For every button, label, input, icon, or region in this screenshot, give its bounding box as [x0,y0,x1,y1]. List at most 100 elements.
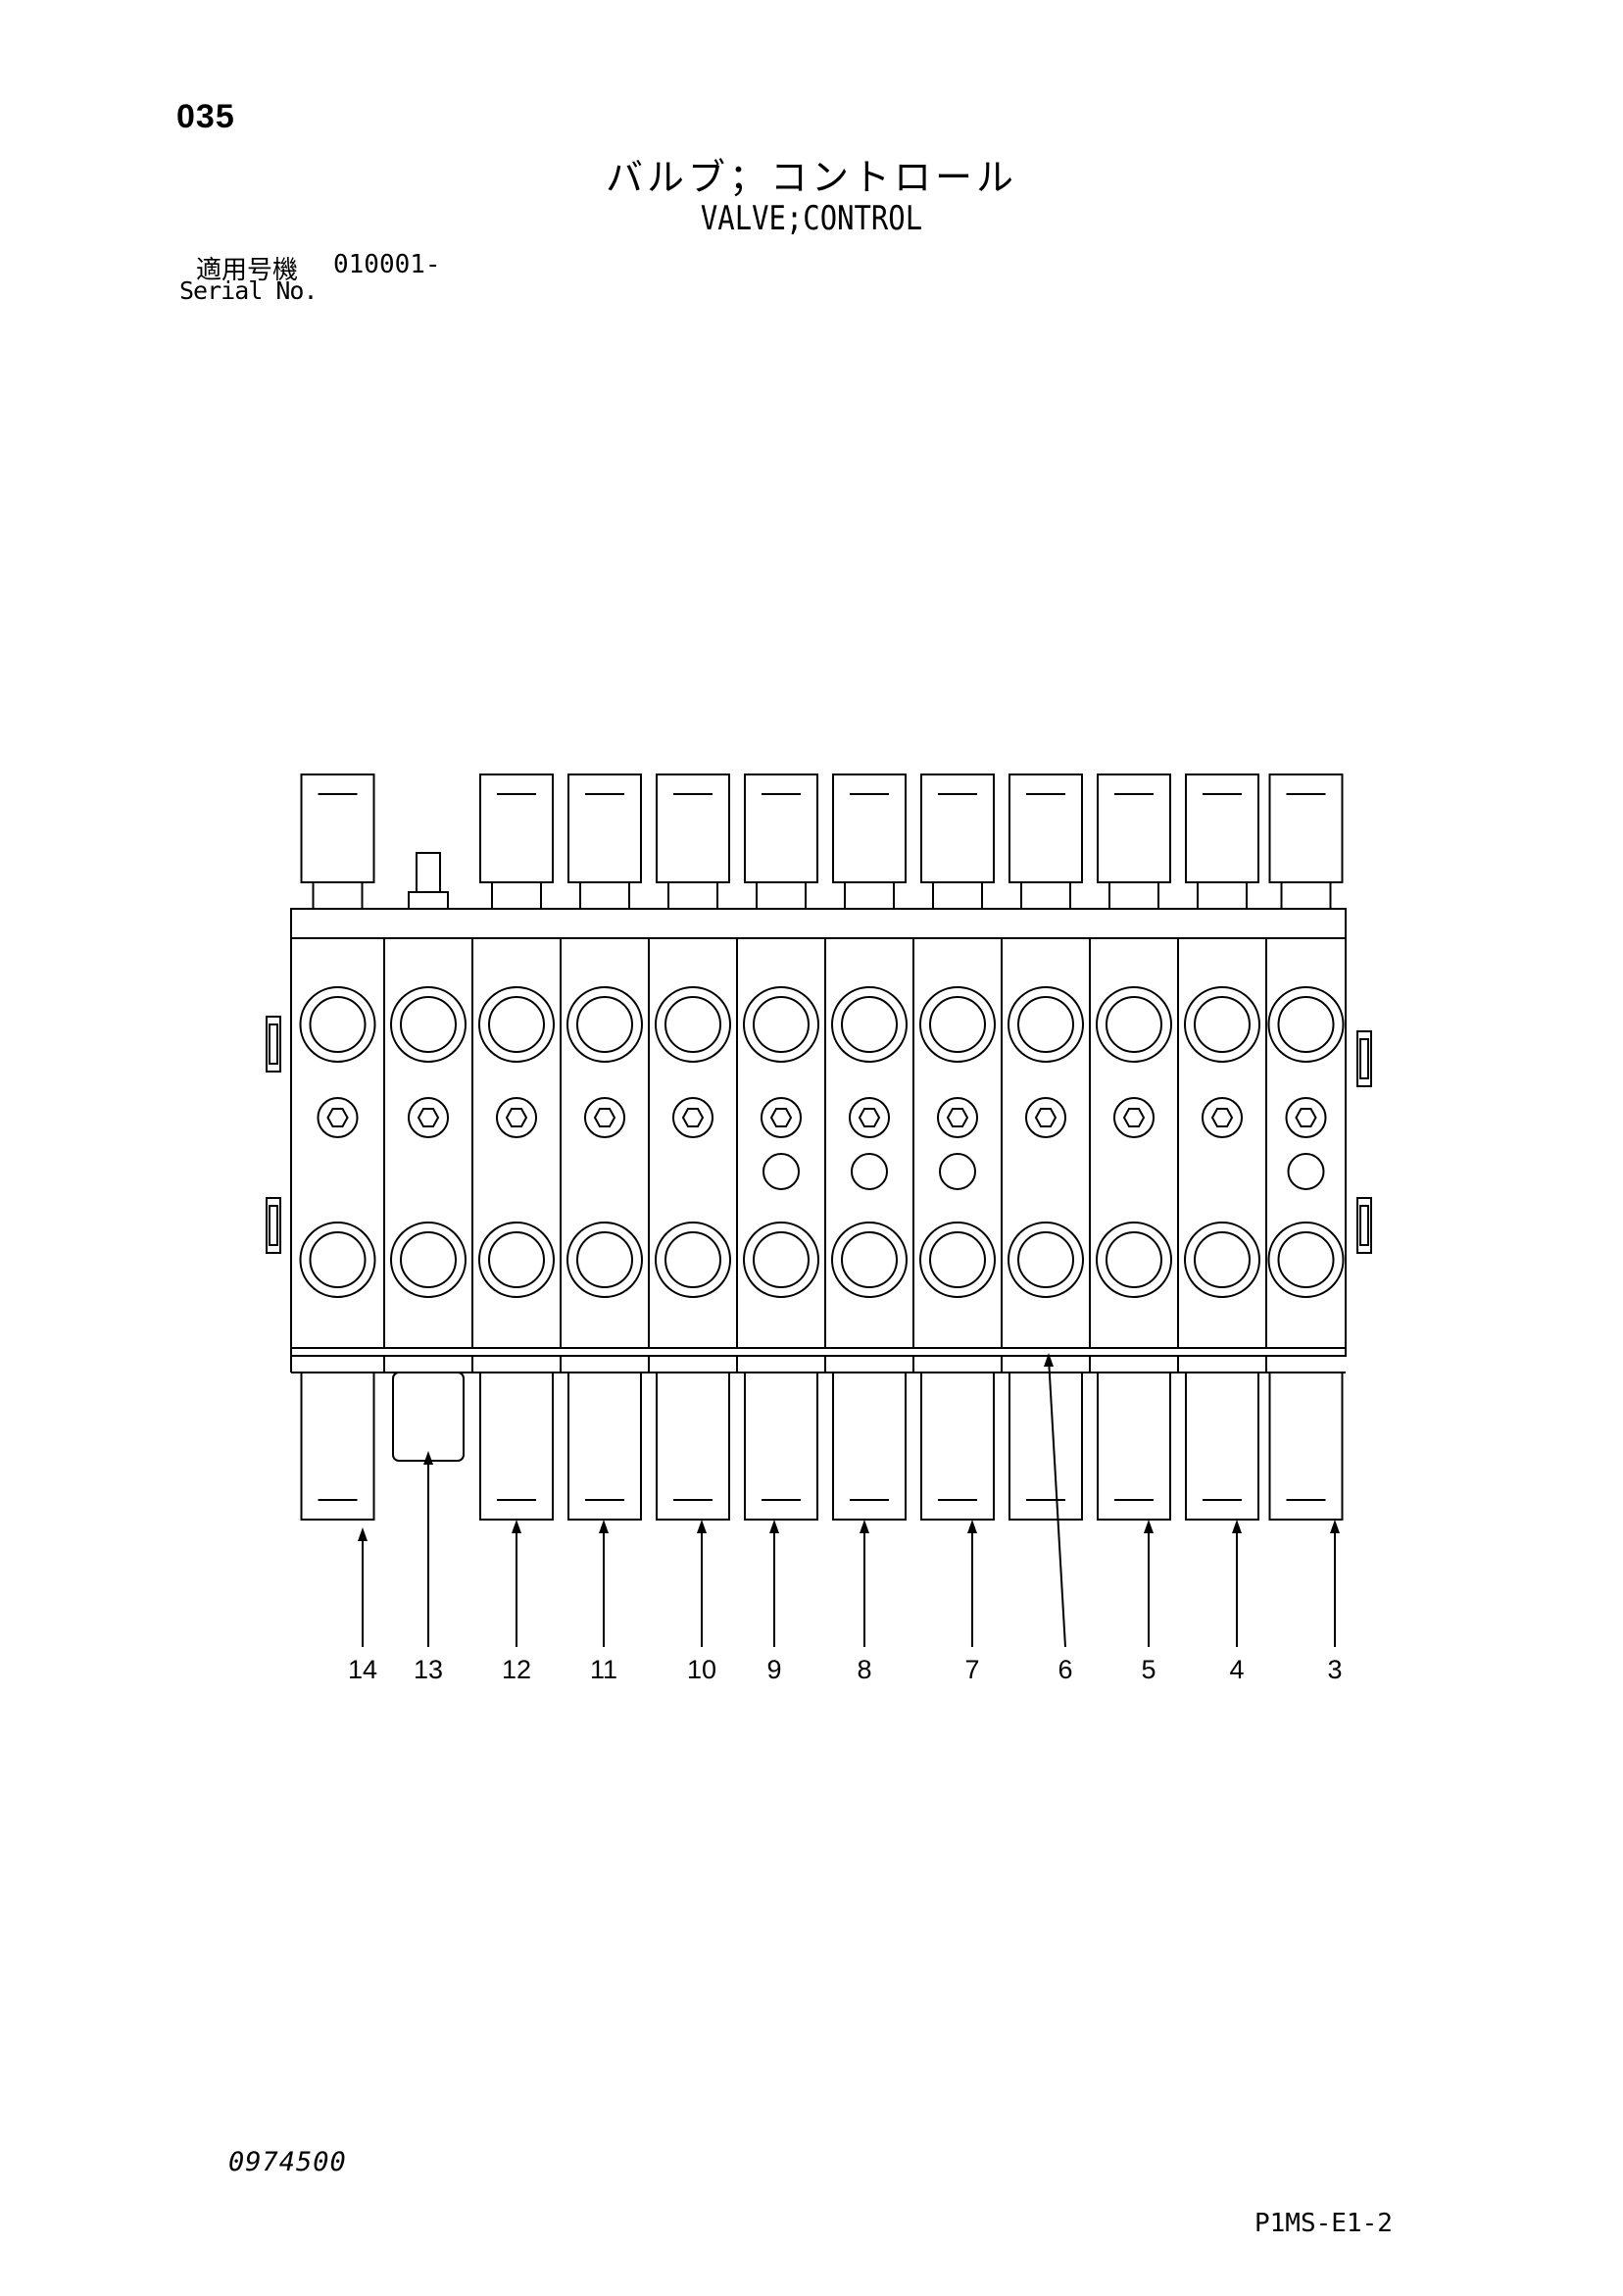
leader-arrowhead [769,1520,779,1533]
side-bolt-detail [1359,1205,1369,1246]
top-cap-flange [491,881,542,910]
leader-line [1048,1358,1066,1648]
center-plug [1025,1097,1066,1138]
leader-arrowhead [1144,1520,1154,1533]
small-fitting [416,852,441,893]
upper-port-outer [1096,986,1172,1063]
lower-port-inner [1277,1231,1335,1288]
lower-port-inner [488,1231,545,1288]
bottom-spool-cap [1185,1372,1259,1521]
callout-label-12: 12 [502,1655,531,1684]
upper-port-outer [478,986,555,1063]
center-plug [408,1097,449,1138]
upper-port-inner [753,996,810,1053]
upper-port-inner [1194,996,1251,1053]
upper-port-inner [664,996,721,1053]
center-plug [1202,1097,1243,1138]
upper-port-inner [400,996,457,1053]
upper-port-outer [390,986,467,1063]
small-fitting-base [408,891,449,910]
upper-port-outer [566,986,643,1063]
upper-port-inner [1017,996,1074,1053]
callout-label-3: 3 [1327,1655,1342,1684]
plug-hex [326,1108,349,1127]
upper-port-inner [929,996,986,1053]
plug-hex [417,1108,440,1127]
drawing-number: 0974500 [228,2147,347,2177]
center-plug [1113,1097,1155,1138]
center-plug [761,1097,802,1138]
side-bolt [266,1197,281,1254]
lower-port-outer [655,1222,731,1298]
lower-port-outer [919,1222,996,1298]
top-spool-cap [1008,774,1083,883]
callout-label-11: 11 [590,1655,617,1684]
top-spool-cap [744,774,818,883]
lower-port-outer [1267,1222,1345,1298]
leader-arrowhead [599,1520,609,1533]
top-spool-cap [567,774,642,883]
bottom-spool-cap [832,1372,907,1521]
valve-housing-outline [290,908,1347,1357]
leader-arrowhead [1044,1353,1054,1367]
top-cap-flange [844,881,895,910]
lower-port-outer [743,1222,819,1298]
leader-arrowhead [967,1520,977,1533]
side-bolt-detail [269,1205,278,1246]
top-spool-cap [300,774,375,883]
callout-label-7: 7 [964,1655,979,1684]
lower-port-outer [831,1222,908,1298]
plug-hex [858,1108,881,1127]
upper-port-inner [1277,996,1335,1053]
plug-hex [1210,1108,1234,1127]
callout-label-13: 13 [414,1655,443,1684]
lower-port-outer [1096,1222,1172,1298]
center-plug [317,1097,359,1138]
top-spool-cap [1097,774,1171,883]
top-cap-flange [667,881,718,910]
bottom-spool-cap [920,1372,995,1521]
callout-label-4: 4 [1229,1655,1244,1684]
center-plug [584,1097,625,1138]
lower-port-outer [566,1222,643,1298]
lower-port-inner [753,1231,810,1288]
callout-label-6: 6 [1057,1655,1072,1684]
center-plug [937,1097,978,1138]
serial-label-japanese: 適用号機 [196,256,299,285]
upper-port-outer [1008,986,1084,1063]
relief-valve-cap [392,1372,465,1462]
top-spool-cap [479,774,554,883]
callout-label-8: 8 [857,1655,871,1684]
secondary-plug [851,1153,888,1190]
top-cap-flange [932,881,983,910]
lower-port-outer [299,1222,376,1298]
page-number: 035 [176,98,235,135]
upper-port-outer [655,986,731,1063]
bottom-spool-cap [300,1372,375,1521]
title-japanese: バルブ；コントロール [605,156,1017,199]
top-cap-flange [1197,881,1248,910]
title-english: VALVE;CONTROL [700,199,923,238]
top-spool-cap [920,774,995,883]
upper-port-outer [1267,986,1345,1063]
bottom-spool-cap [1268,1372,1344,1521]
lower-port-inner [1106,1231,1162,1288]
sheet-code: P1MS-E1-2 [1254,2209,1393,2238]
leader-arrowhead [860,1520,869,1533]
top-cap-flange [756,881,807,910]
leader-arrowhead [423,1451,433,1465]
lower-port-outer [478,1222,555,1298]
lower-port-inner [309,1231,367,1288]
plug-hex [681,1108,705,1127]
top-spool-cap [1185,774,1259,883]
plug-hex [1034,1108,1057,1127]
side-bolt-detail [269,1023,278,1065]
leader-arrowhead [697,1520,707,1533]
top-spool-cap [832,774,907,883]
bottom-spool-cap [1008,1372,1083,1521]
leader-arrowhead [1232,1520,1242,1533]
center-plug [1285,1097,1327,1138]
side-bolt [1356,1197,1372,1254]
serial-label-english: Serial No. [179,276,319,305]
top-cap-flange [1108,881,1159,910]
